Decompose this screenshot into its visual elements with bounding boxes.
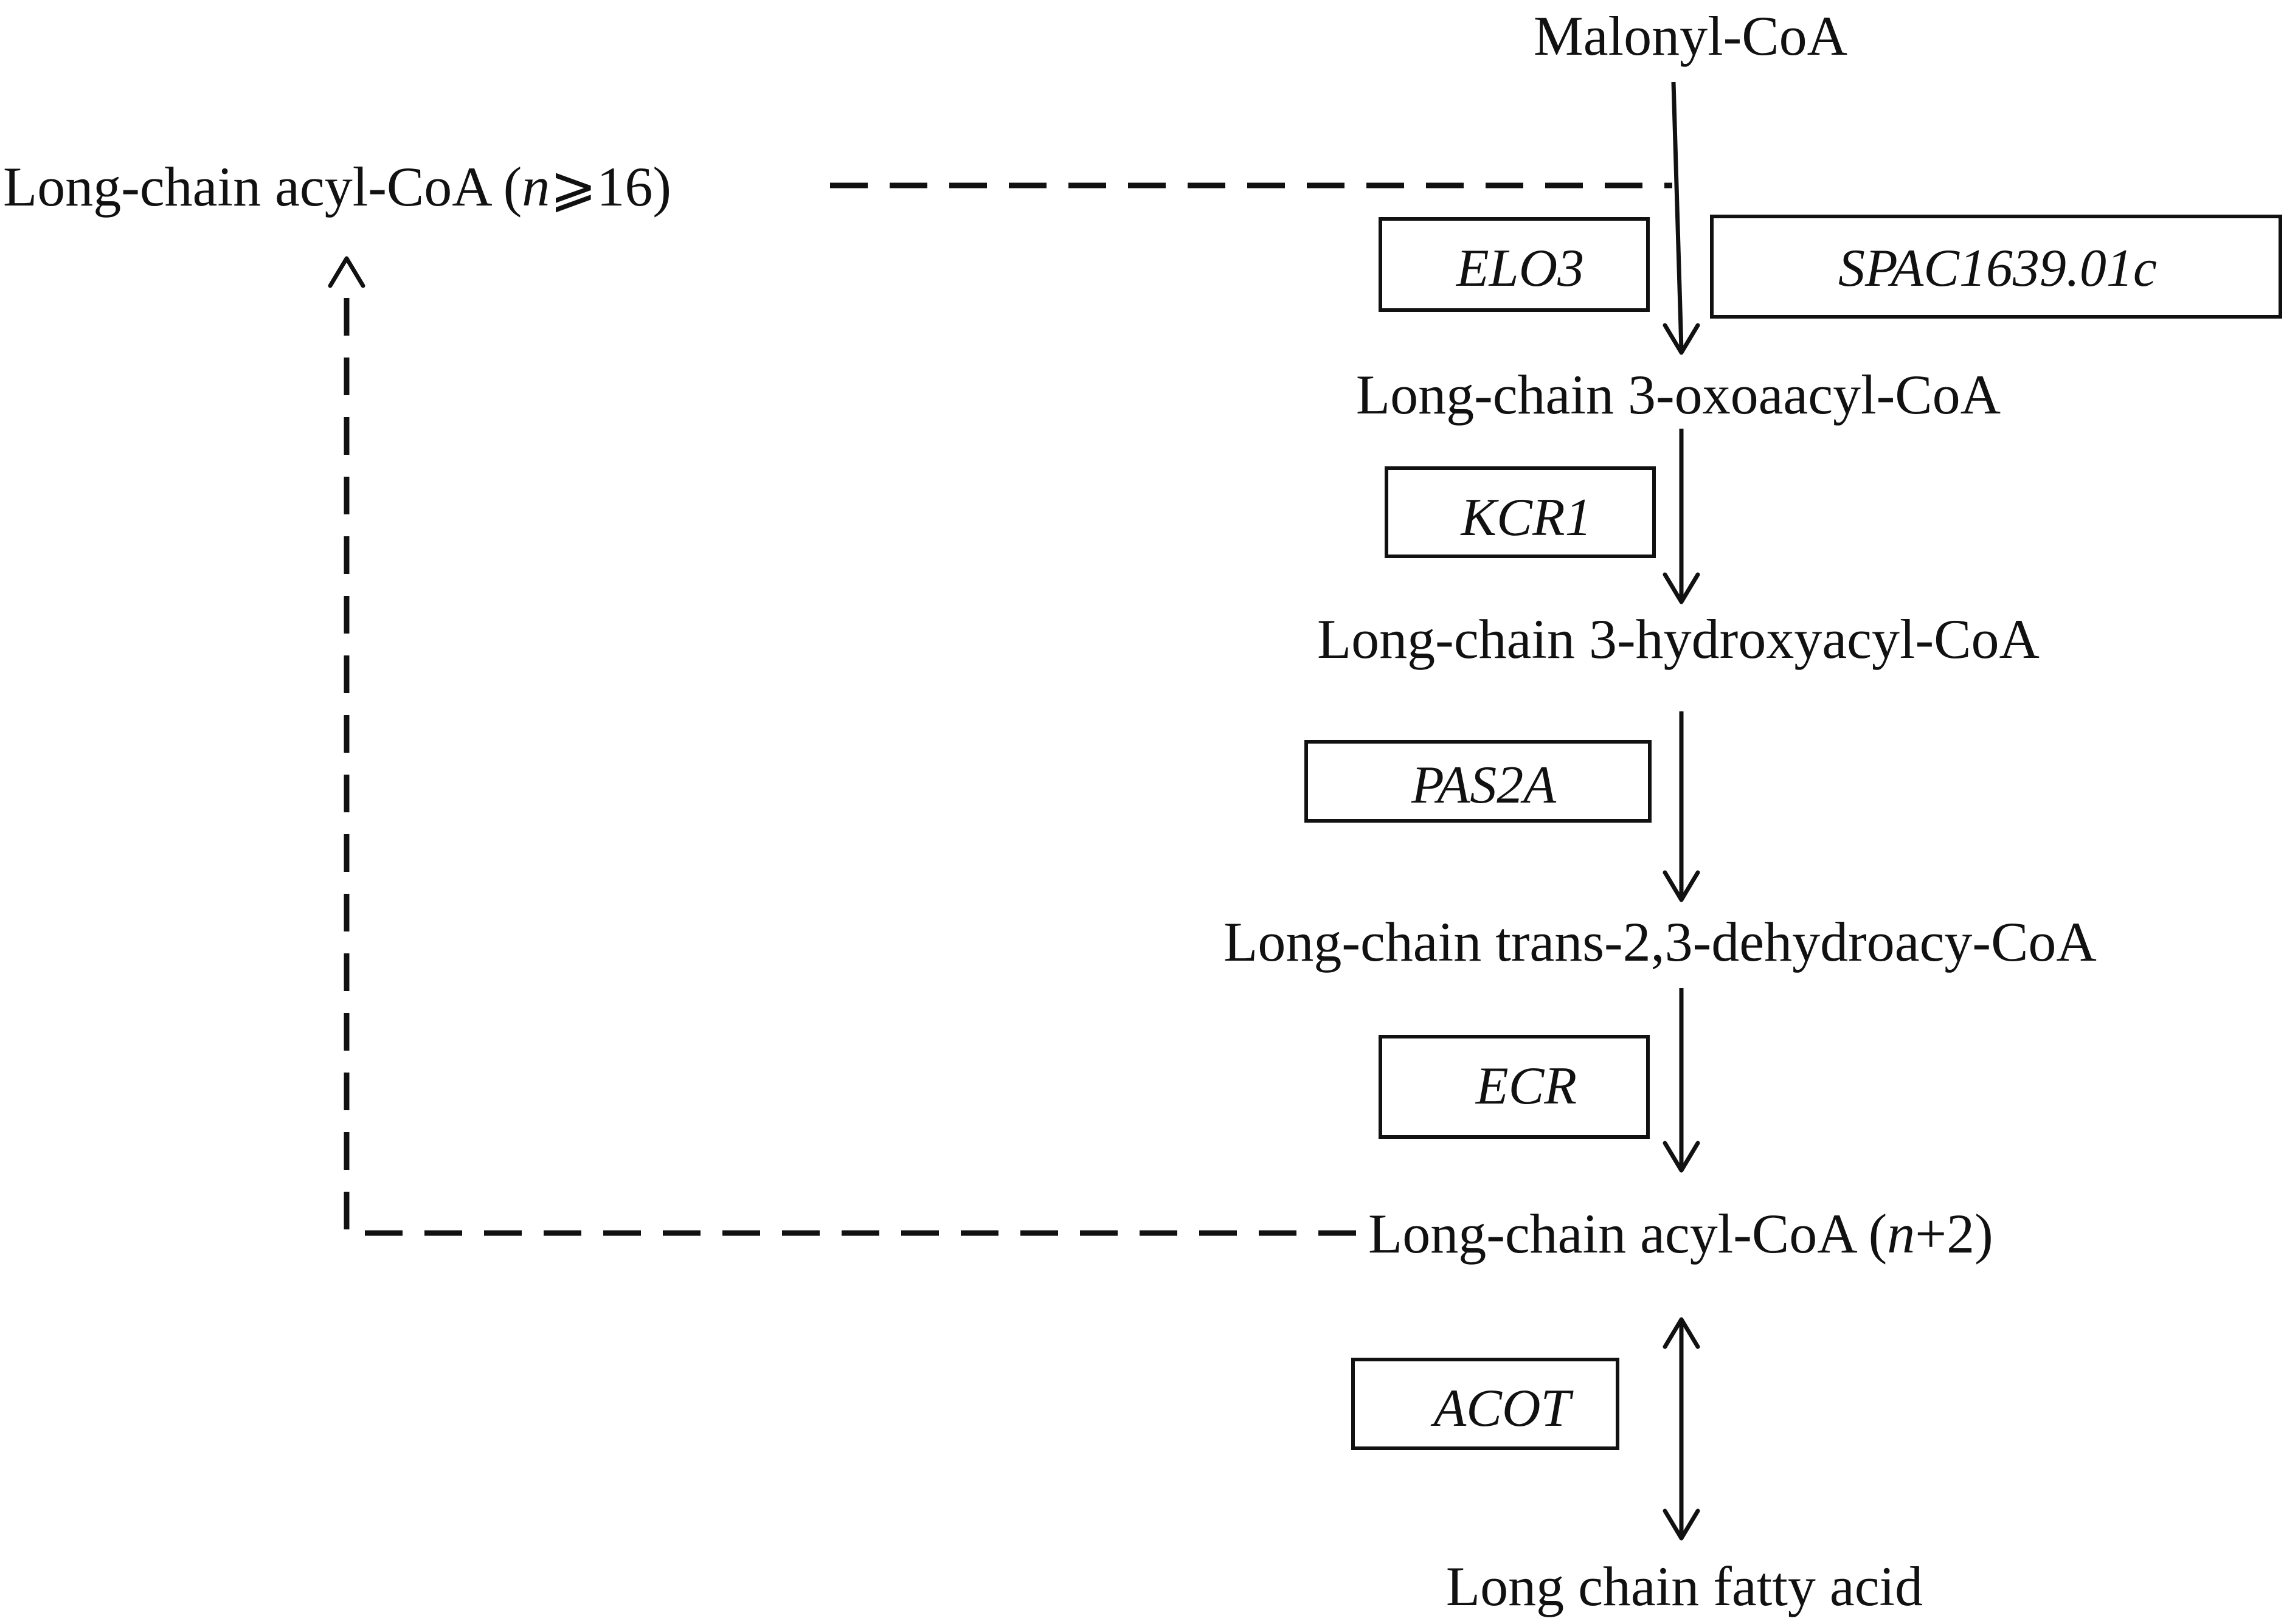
arrow-malonyl-to-oxoacyl [1663,81,1700,355]
spac1639-box [1710,215,2282,319]
acot-box [1351,1358,1619,1450]
elo3-box [1379,217,1650,312]
pas2a-label: PAS2A [1411,756,1557,815]
arrow-dehydroacyl-to-acyl-n2 [1663,988,1700,1173]
long-chain-acyl-coa-n2-prefix: Long-chain acyl-CoA ( [1368,1203,1887,1265]
double-arrow-acyl-n2-fatty-acid [1663,1317,1700,1541]
kcr1-label: KCR1 [1459,488,1591,547]
long-chain-fatty-acid-label: Long chain fatty acid [1446,1555,1923,1617]
long-chain-acyl-coa-n2-label: Long-chain acyl-CoA (n+2) [1368,1203,1993,1265]
kcr1-box [1385,466,1656,558]
elo3-label: ELO3 [1455,239,1584,298]
dashed-feedback-arrow [328,256,1356,1236]
acot-label: ACOT [1431,1379,1574,1438]
long-chain-acyl-coa-n16-suffix: ⩾16) [550,156,671,218]
arrow-oxoacyl-to-hydroxyacyl [1663,429,1700,604]
pas2a-box [1304,740,1652,823]
long-chain-acyl-coa-n16-variable: n [522,156,550,218]
ecr-box [1379,1035,1650,1139]
dehydroacyl-coa-label: Long-chain trans-2,3-dehydroacy-CoA [1223,911,2097,973]
long-chain-acyl-coa-n2-variable: n [1887,1203,1915,1265]
long-chain-acyl-coa-n16-label: Long-chain acyl-CoA (n⩾16) [3,156,671,218]
malonyl-coa-label: Malonyl-CoA [1534,5,1847,67]
long-chain-acyl-coa-n16-prefix: Long-chain acyl-CoA ( [3,156,522,218]
ecr-label: ECR [1475,1057,1577,1116]
spac1639-label: SPAC1639.01c [1838,239,2157,298]
hydroxyacyl-coa-label: Long-chain 3-hydroxyacyl-CoA [1317,608,2040,670]
arrow-hydroxyacyl-to-dehydroacyl [1663,711,1700,902]
oxoacyl-coa-label: Long-chain 3-oxoaacyl-CoA [1356,364,2001,426]
long-chain-acyl-coa-n2-suffix: +2) [1915,1203,1993,1265]
